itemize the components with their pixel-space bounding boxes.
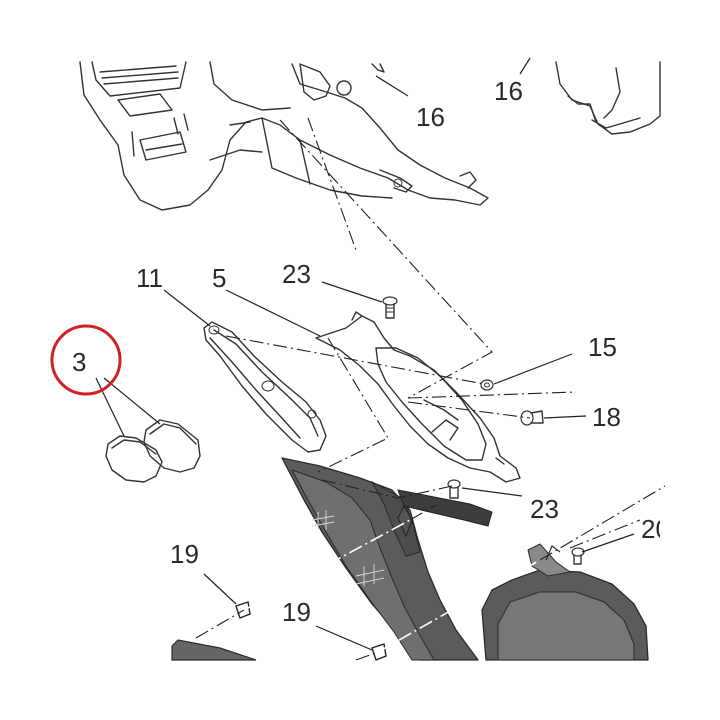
- callout-20-clip: 20: [641, 514, 670, 544]
- callout-18: 18: [592, 402, 621, 432]
- screw-18: [520, 410, 544, 426]
- callout-16-right: 16: [494, 76, 523, 106]
- callout-labels: 16 16 11 5 23 3 15 18 23 19 19 20: [72, 76, 670, 627]
- callout-11: 11: [136, 263, 163, 293]
- nut-15: [480, 379, 494, 391]
- part-3-pads: [105, 419, 201, 483]
- screw-20: [571, 547, 585, 565]
- assembly-guide-lines: [195, 117, 666, 661]
- upper-frame-assembly: [79, 61, 489, 211]
- callout-23-lower: 23: [530, 494, 559, 524]
- part-11-trim-strip: [203, 321, 327, 453]
- callout-15: 15: [588, 332, 617, 362]
- callout-19-left: 19: [170, 539, 199, 569]
- leader-lines: [95, 57, 635, 651]
- lower-fairing-assembly: [171, 457, 649, 661]
- callout-5: 5: [212, 263, 226, 293]
- top-right-bracket: [555, 61, 661, 135]
- callout-19-right: 19: [282, 597, 311, 627]
- callout-16-top: 16: [416, 102, 445, 132]
- callout-20: 20: [641, 514, 670, 544]
- part-5-side-panel: [315, 311, 521, 483]
- callout-23-upper: 23: [282, 259, 311, 289]
- screw-23-lower: [447, 479, 461, 499]
- callout-3: 3: [72, 347, 86, 377]
- highlight-ring: [50, 324, 122, 396]
- screw-23-upper: [382, 296, 398, 319]
